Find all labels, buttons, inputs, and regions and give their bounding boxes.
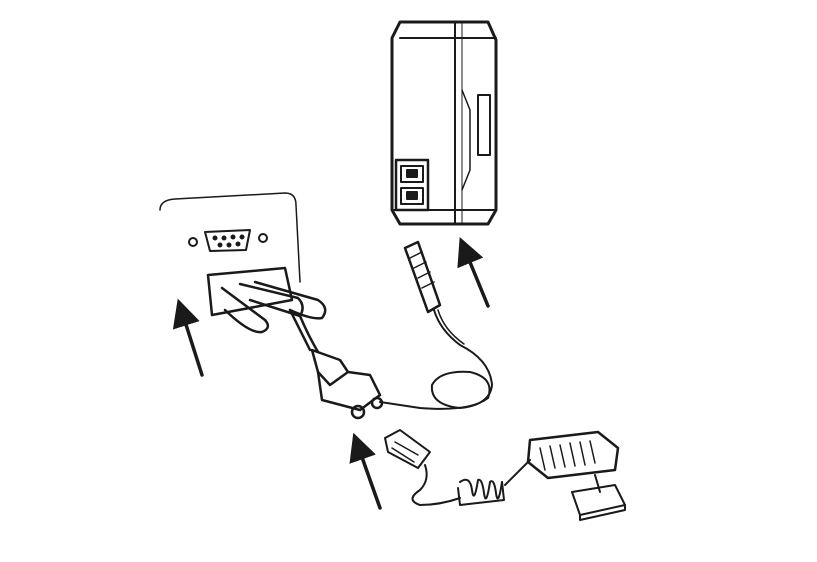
serial-port-panel	[159, 192, 301, 283]
interface-cable	[379, 240, 493, 410]
rj-ports	[394, 158, 430, 212]
scanner-base-unit	[390, 20, 498, 226]
coiled-cord	[457, 478, 505, 506]
rs232-connector	[206, 266, 384, 420]
arrow-base-port	[457, 237, 490, 308]
db9-port	[188, 229, 268, 252]
arrow-power	[349, 432, 382, 510]
power-adapter	[384, 429, 626, 521]
arrow-serial	[172, 298, 204, 377]
